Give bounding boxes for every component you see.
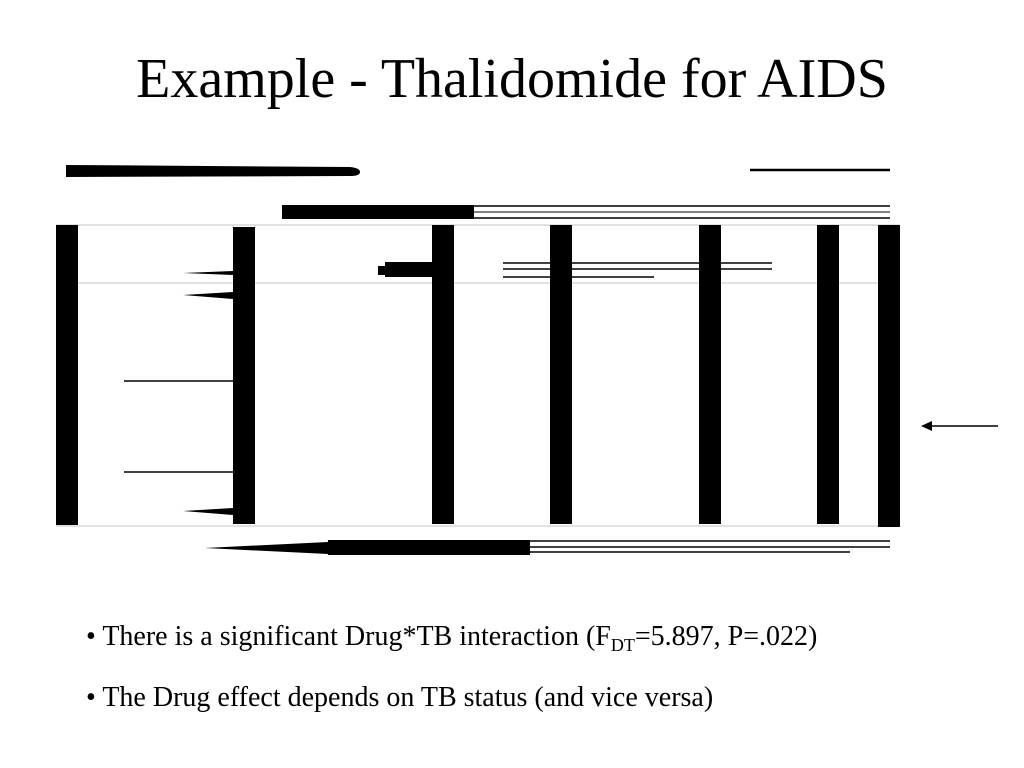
bullet-item-2: • The Drug effect depends on TB status (… (86, 681, 1006, 715)
header-band-solid (282, 205, 474, 219)
small-block-tip (378, 266, 386, 275)
column-bar-6 (817, 225, 839, 524)
bullet-text-1-after: =5.897, P=.022) (634, 621, 818, 652)
column-bar-3 (432, 225, 454, 524)
bullet-text-1-subscript: DT (610, 635, 635, 655)
bullet-marker-2: • (86, 682, 96, 713)
column-bar-7 (878, 225, 900, 527)
bullet-text-1-before: There is a significant Drug*TB interacti… (102, 621, 611, 652)
column-bar-5 (699, 225, 721, 524)
arrow-head (921, 421, 932, 431)
bullet-marker-1: • (86, 621, 96, 652)
bottom-band-solid (328, 540, 530, 555)
slide-title: Example - Thalidomide for AIDS (136, 48, 888, 110)
wedge-3 (183, 508, 233, 515)
column-bar-4 (550, 225, 572, 524)
bullet-text-2: The Drug effect depends on TB status (an… (102, 682, 714, 713)
wedge-1 (183, 271, 233, 275)
column-bar-1 (56, 225, 78, 525)
bottom-taper (205, 542, 328, 554)
bullet-list: • There is a significant Drug*TB interac… (86, 620, 1006, 742)
bullet-item-1: • There is a significant Drug*TB interac… (86, 620, 1006, 654)
column-bar-2 (233, 227, 255, 524)
top-left-bar (66, 165, 360, 177)
small-block (385, 262, 433, 277)
wedge-2 (183, 292, 233, 299)
